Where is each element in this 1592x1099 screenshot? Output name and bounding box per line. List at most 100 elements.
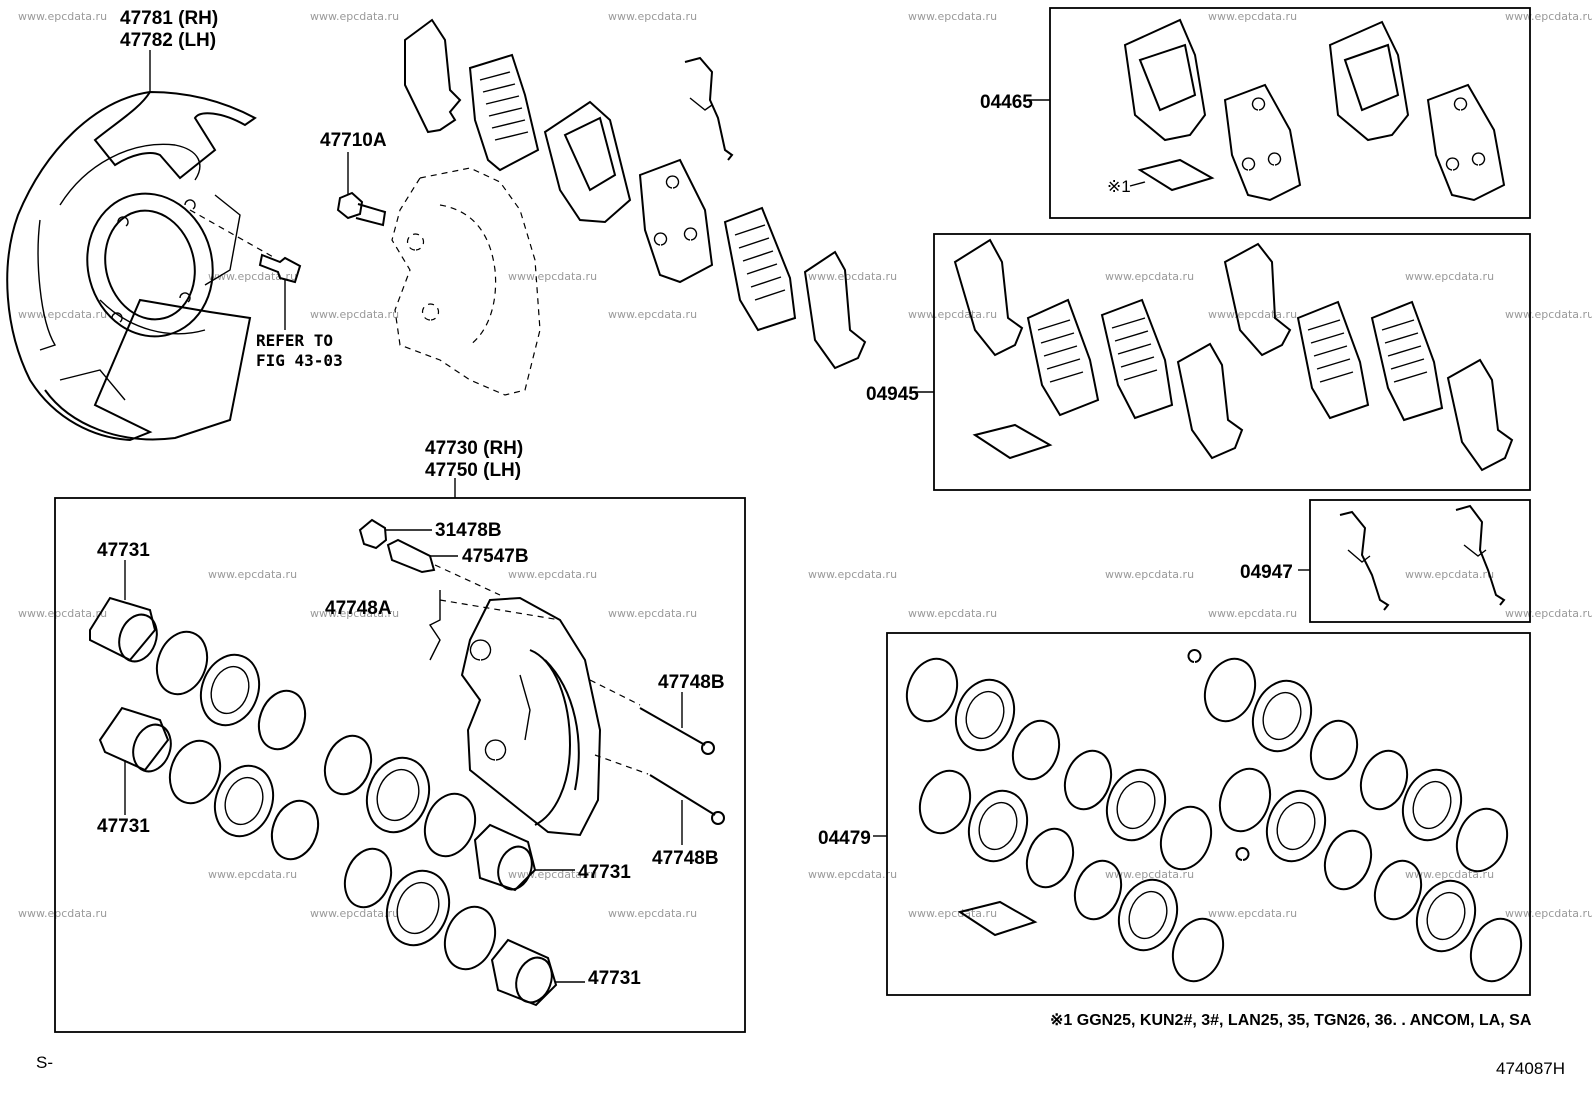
boot-mid-1 — [365, 756, 431, 834]
watermark: www.epcdata.ru — [1105, 568, 1194, 581]
pad-kit-04465-pad-2 — [1328, 20, 1410, 142]
watermark: www.epcdata.ru — [1505, 907, 1592, 920]
watermark: www.epcdata.ru — [1208, 10, 1297, 23]
pad-kit-04465-sticker — [1137, 158, 1215, 192]
shim-kit-04945-shim-4 — [1176, 342, 1244, 460]
seal-left-2 — [257, 689, 307, 751]
footnote-applicability: ※1 GGN25, KUN2#, 3#, LAN25, 35, TGN26, 3… — [1050, 1012, 1532, 1029]
pad-kit-04465-frame — [1049, 7, 1531, 219]
watermark: www.epcdata.ru — [18, 308, 107, 321]
watermark: www.epcdata.ru — [608, 607, 697, 620]
watermark: www.epcdata.ru — [1505, 10, 1592, 23]
watermark-layer: www.epcdata.ru www.epcdata.ru www.epcdat… — [18, 10, 1592, 920]
note-marker-leader — [1129, 181, 1146, 187]
watermark: www.epcdata.ru — [908, 607, 997, 620]
watermark: www.epcdata.ru — [908, 10, 997, 23]
label-seal-kit-04479: 04479 — [818, 828, 871, 849]
watermark: www.epcdata.ru — [608, 10, 697, 23]
label-pin-47748b-bottom: 47748B — [652, 848, 719, 869]
seal-kit-04479-frame — [886, 632, 1531, 996]
watermark: www.epcdata.ru — [310, 308, 399, 321]
caliper-body — [460, 596, 602, 837]
disc-brake-dust-shield — [6, 90, 257, 442]
seal-mid-3 — [343, 847, 393, 909]
watermark: www.epcdata.ru — [310, 10, 399, 23]
diagram-id: 474087H — [1496, 1059, 1565, 1078]
boot-mid-2 — [385, 869, 451, 947]
bleeder-cap-31478b — [358, 518, 432, 550]
seal-mid-2 — [423, 792, 477, 858]
caliper-assembly-frame — [54, 497, 746, 1033]
watermark: www.epcdata.ru — [1208, 308, 1297, 321]
seal-kit-04479-rings — [905, 649, 1523, 983]
seal-left-3 — [168, 739, 222, 805]
clip-kit-04947-frame — [1309, 499, 1531, 623]
label-piston-47731-right-upper: 47731 — [578, 862, 631, 883]
shield-bolt — [258, 253, 302, 330]
seal-left-4 — [270, 799, 320, 861]
watermark: www.epcdata.ru — [808, 868, 897, 881]
watermark: www.epcdata.ru — [508, 568, 597, 581]
watermark: www.epcdata.ru — [208, 868, 297, 881]
watermark: www.epcdata.ru — [808, 270, 897, 283]
watermark: www.epcdata.ru — [808, 568, 897, 581]
watermark: www.epcdata.ru — [18, 607, 107, 620]
pad-kit-04465-pad-1 — [1123, 18, 1207, 142]
brake-pad-top-2 — [638, 158, 714, 284]
shim-kit-04945-sticker — [972, 423, 1053, 460]
piston-left-lower — [98, 706, 172, 815]
slide-pin-47748b-top — [639, 692, 715, 755]
mounting-bolt-47710a — [336, 152, 387, 227]
pad-kit-04465-plate-1 — [1223, 83, 1302, 202]
shim-kit-04945-shim-3 — [1100, 298, 1174, 420]
shim-kit-04945-frame — [933, 233, 1531, 491]
bleeder-screw-47547b — [386, 538, 458, 574]
watermark: www.epcdata.ru — [908, 907, 997, 920]
shim-kit-04945-shim-6 — [1296, 300, 1370, 420]
watermark: www.epcdata.ru — [608, 308, 697, 321]
label-pad-kit-04465: 04465 — [980, 92, 1033, 113]
label-shim-kit-04945: 04945 — [866, 384, 919, 405]
pad-shim-top-4 — [803, 250, 867, 370]
piston-right-upper — [473, 823, 575, 892]
seal-left-1 — [155, 630, 209, 696]
watermark: www.epcdata.ru — [208, 568, 297, 581]
slide-pin-47748b-bottom — [649, 774, 725, 845]
watermark: www.epcdata.ru — [1208, 907, 1297, 920]
label-clip-kit-04947: 04947 — [1240, 562, 1293, 583]
watermark: www.epcdata.ru — [310, 907, 399, 920]
pad-kit-04465-plate-2 — [1426, 83, 1506, 202]
watermark: www.epcdata.ru — [1505, 607, 1592, 620]
corner-mark: S- — [36, 1053, 53, 1072]
shim-kit-04945-shim-1 — [953, 238, 1024, 357]
label-cap-31478b: 31478B — [435, 520, 502, 541]
watermark: www.epcdata.ru — [208, 270, 297, 283]
watermark: www.epcdata.ru — [1105, 270, 1194, 283]
clip-kit-04947-clip-1 — [1339, 510, 1390, 611]
label-piston-47731-left-lower: 47731 — [97, 816, 150, 837]
shim-kit-04945-shim-2 — [1026, 298, 1100, 417]
clip-kit-04947-clip-2 — [1455, 504, 1506, 606]
watermark: www.epcdata.ru — [1405, 568, 1494, 581]
watermark: www.epcdata.ru — [908, 308, 997, 321]
watermark: www.epcdata.ru — [1505, 308, 1592, 321]
label-pin-47748a: 47748A — [325, 598, 392, 619]
pad-shim-top-3 — [723, 206, 797, 332]
watermark: www.epcdata.ru — [310, 607, 399, 620]
label-shield-lh: 47782 (LH) — [120, 30, 216, 51]
label-piston-47731-top-left: 47731 — [97, 540, 150, 561]
watermark: www.epcdata.ru — [608, 907, 697, 920]
boot-left-2 — [213, 764, 275, 838]
seal-mid-1 — [323, 734, 373, 796]
watermark: www.epcdata.ru — [1405, 270, 1494, 283]
pin-a-dashed — [439, 599, 561, 621]
label-fig-ref: FIG 43-03 — [256, 351, 343, 370]
label-refer-to: REFER TO — [256, 331, 333, 350]
pad-wear-clip-top — [684, 56, 734, 161]
shim-kit-04945-shim-5 — [1223, 242, 1292, 357]
watermark: www.epcdata.ru — [508, 270, 597, 283]
watermark: www.epcdata.ru — [1208, 607, 1297, 620]
watermark: www.epcdata.ru — [1105, 868, 1194, 881]
shim-kit-04945-shim-8 — [1446, 358, 1514, 472]
